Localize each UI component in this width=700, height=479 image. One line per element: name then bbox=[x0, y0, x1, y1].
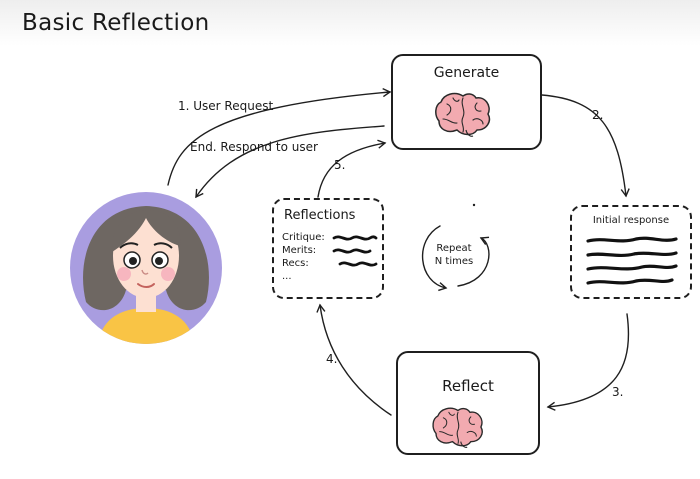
reflections-row: Merits: bbox=[282, 245, 382, 257]
edge-label-step-4: 4. bbox=[326, 352, 338, 366]
edge-label-step-2: 2. bbox=[592, 108, 604, 122]
reflections-row-label: ... bbox=[282, 271, 292, 282]
arrow-step-3 bbox=[546, 313, 630, 411]
edge-label-respond: End. Respond to user bbox=[190, 140, 318, 154]
brain-icon bbox=[432, 407, 483, 448]
title-bar bbox=[0, 0, 700, 46]
diagram-title: Basic Reflection bbox=[22, 10, 210, 36]
repeat-label: Repeat N times bbox=[434, 243, 474, 267]
initial-response-node: Initial response bbox=[570, 205, 692, 299]
reflections-row-label: Recs: bbox=[282, 258, 309, 269]
repeat-loop-left bbox=[421, 225, 448, 292]
generate-label: Generate bbox=[433, 65, 500, 81]
edge-label-step-5: 5. bbox=[334, 158, 346, 172]
edge-label-user-request: 1. User Request bbox=[178, 99, 274, 113]
reflections-node: Reflections Critique: Merits: Recs: ... bbox=[272, 198, 384, 299]
arrow-step-5 bbox=[317, 139, 387, 198]
arrow-user-request bbox=[167, 88, 392, 186]
generate-node: Generate bbox=[391, 54, 542, 150]
reflect-label: Reflect bbox=[442, 377, 494, 395]
initial-response-label: Initial response bbox=[592, 215, 670, 226]
user-avatar bbox=[70, 192, 222, 344]
reflections-row-label: Critique: bbox=[282, 232, 325, 243]
scribble-icon bbox=[332, 248, 372, 254]
arrow-step-2 bbox=[541, 94, 630, 198]
edge-label-step-3: 3. bbox=[612, 385, 624, 399]
reflections-row: Recs: bbox=[282, 258, 382, 270]
reflections-title: Reflections bbox=[284, 208, 356, 223]
arrow-step-4 bbox=[316, 303, 392, 416]
brain-icon bbox=[435, 92, 491, 137]
arrow-respond-to-user bbox=[195, 125, 385, 199]
reflections-row: Critique: bbox=[282, 232, 382, 244]
repeat-loop-right bbox=[457, 236, 490, 287]
scribble-lines bbox=[586, 236, 678, 285]
dot-marker bbox=[472, 203, 476, 207]
reflect-node: Reflect bbox=[396, 351, 540, 455]
scribble-icon bbox=[332, 235, 378, 241]
reflections-row-label: Merits: bbox=[282, 245, 317, 256]
scribble-icon bbox=[338, 261, 378, 267]
reflections-row: ... bbox=[282, 271, 382, 283]
